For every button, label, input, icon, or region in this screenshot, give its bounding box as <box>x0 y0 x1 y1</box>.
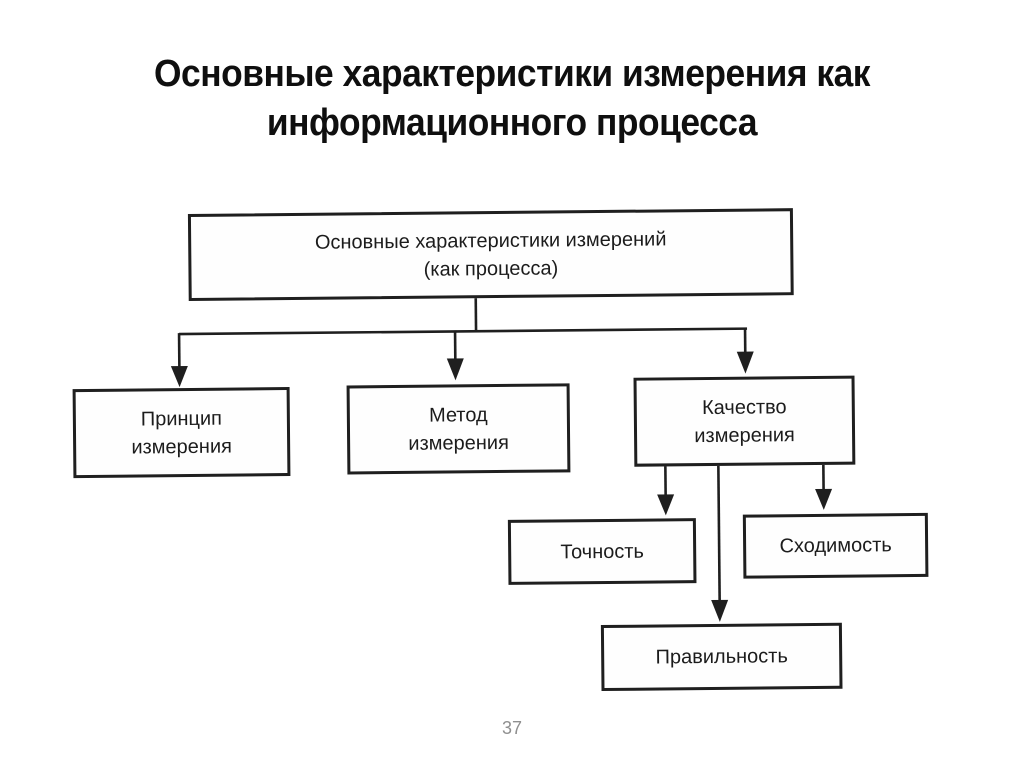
node-principle-line1: Принцип <box>140 407 223 430</box>
node-quality-line1: Качество <box>701 395 787 419</box>
slide-title: Основные характеристики измерения как ин… <box>153 53 871 144</box>
node-root: Основные характеристики измерений (как п… <box>187 208 794 301</box>
page-number: 37 <box>501 718 523 738</box>
node-principle-line2: измерения <box>131 435 232 459</box>
node-accuracy: Точность <box>507 518 697 585</box>
node-method: Метод измерения <box>346 383 571 475</box>
node-correctness-label: Правильность <box>655 645 788 669</box>
node-principle: Принцип измерения <box>72 387 291 479</box>
node-quality: Качество измерения <box>633 375 856 467</box>
node-convergence: Сходимость <box>742 512 929 579</box>
node-root-line1: Основные характеристики измерений <box>314 227 667 254</box>
node-accuracy-label: Точность <box>560 540 645 563</box>
node-method-line2: измерения <box>408 431 509 455</box>
node-method-line1: Метод <box>428 403 488 427</box>
node-root-line2: (как процесса) <box>423 256 559 281</box>
node-quality-line2: измерения <box>694 423 795 447</box>
node-convergence-label: Сходимость <box>779 534 892 558</box>
node-correctness: Правильность <box>600 622 843 692</box>
